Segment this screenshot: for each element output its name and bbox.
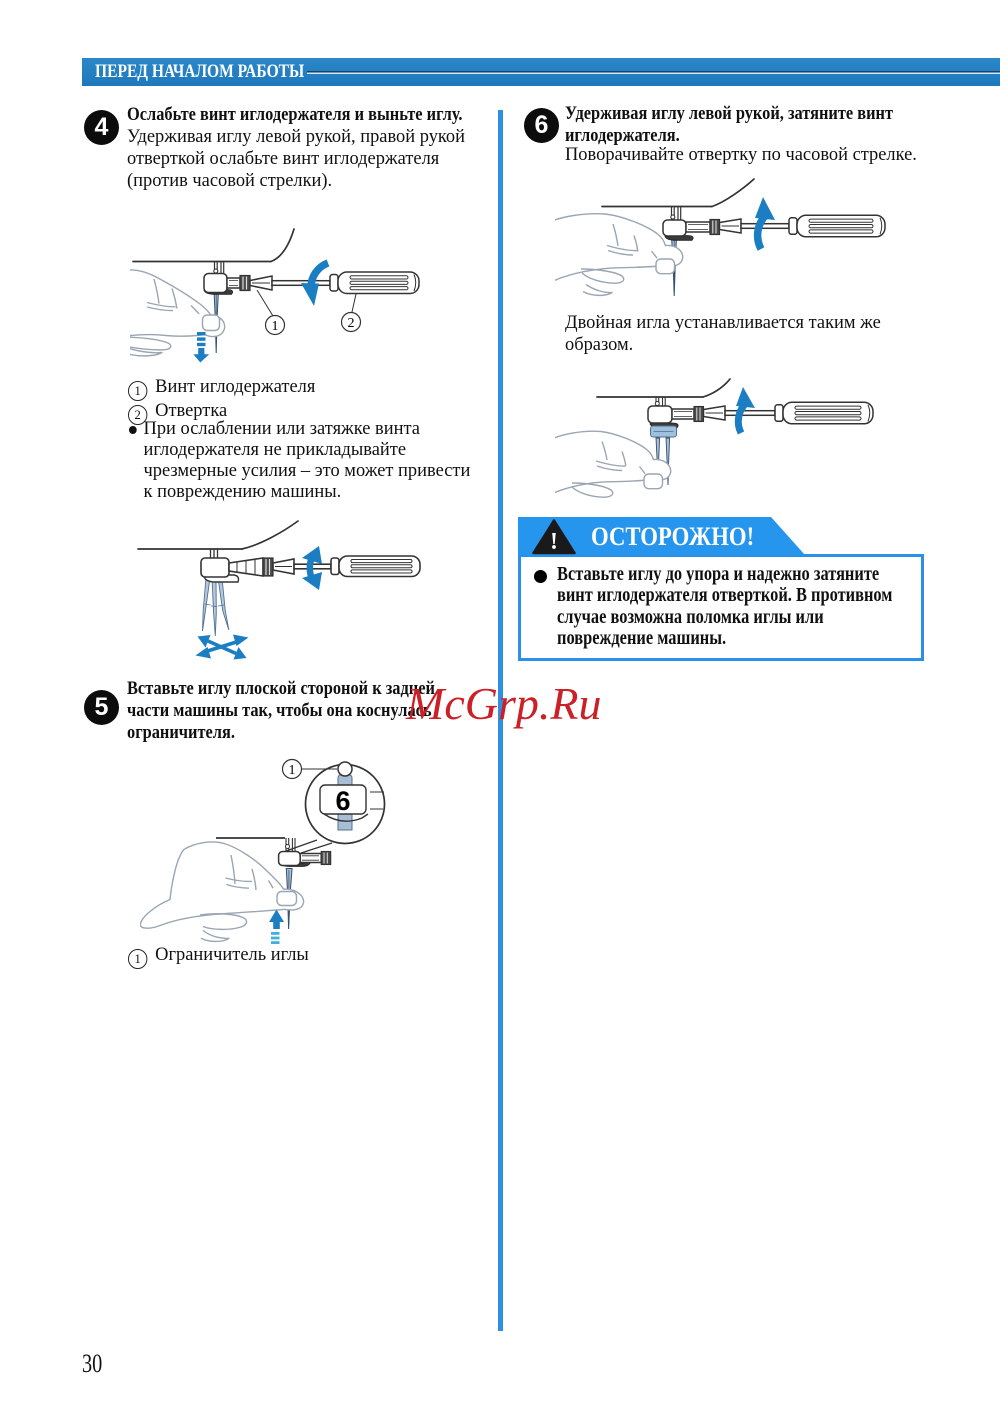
- magnifier-inset: 6: [285, 761, 386, 854]
- step-5-heading: Вставьте иглу плоской стороной к задней …: [127, 678, 435, 743]
- pull-down-arrow: [193, 332, 210, 363]
- needle-size-mark: 6: [335, 786, 350, 816]
- note-bullet: [128, 426, 137, 434]
- caution-body: [518, 554, 924, 661]
- figure-tighten-screw: [555, 178, 886, 297]
- clockwise-arrow: [753, 197, 775, 251]
- step-4-number: 4: [94, 113, 109, 141]
- legend-needle-stopper-num: 1: [128, 948, 148, 969]
- step-4-heading: Ослабьте винт иглодержателя и выньте игл…: [127, 104, 463, 125]
- twin-needle-note: Двойная игла устанавливается таким же об…: [565, 312, 881, 355]
- wiggle-arrow: [302, 546, 322, 590]
- callout-1: 1: [289, 763, 296, 778]
- counterclockwise-arrow: [301, 259, 330, 306]
- hand-illustration: [555, 212, 684, 297]
- legend-screwdriver-num: 2: [128, 404, 148, 425]
- legend-screw-label: Винт иглодержателя: [155, 376, 316, 397]
- step-6-body: Поворачивайте отвертку по часовой стрелк…: [565, 144, 917, 165]
- clockwise-arrow: [734, 387, 755, 435]
- push-up-arrow: [269, 909, 284, 944]
- step-6-number: 6: [534, 111, 549, 139]
- figure-loose-needle: [137, 520, 421, 660]
- caution-bullet: [534, 570, 547, 583]
- wobbling-needles: [202, 577, 230, 637]
- cross-arrows: [195, 634, 249, 660]
- note-text: При ослаблении или затяжке винта иглодер…: [143, 417, 471, 502]
- figure-loosen-screw: 1 2: [130, 228, 420, 363]
- warning-exclamation: !: [550, 529, 558, 555]
- callout-1: 1: [272, 319, 279, 334]
- legend-screw: 1 Винт иглодержателя: [128, 376, 315, 401]
- step-4-badge: 4: [84, 110, 119, 145]
- warning-triangle-icon: !: [532, 519, 576, 555]
- watermark: McGrp.Ru: [406, 678, 602, 729]
- section-header-rule: [307, 71, 1000, 74]
- legend-screwdriver: 2 Отвертка: [128, 400, 227, 425]
- figure-twin-needle: [555, 378, 874, 498]
- section-title: ПЕРЕД НАЧАЛОМ РАБОТЫ: [95, 62, 305, 82]
- callout-2: 2: [348, 316, 355, 331]
- figure-insert-needle: 6 1: [140, 758, 386, 944]
- step-5-badge: 5: [84, 690, 119, 725]
- step-5-number: 5: [94, 693, 109, 721]
- legend-needle-stopper: 1 Ограничитель иглы: [128, 944, 309, 969]
- step-6-badge: 6: [524, 108, 559, 143]
- page-number: 30: [82, 1349, 103, 1378]
- legend-screw-num: 1: [128, 380, 148, 401]
- caution-box: ! ОСТОРОЖНО! Вставьте иглу до упора и на…: [518, 517, 924, 661]
- hand-illustration: [140, 841, 305, 943]
- section-header-bar: ПЕРЕД НАЧАЛОМ РАБОТЫ: [82, 58, 1000, 86]
- column-divider: [498, 110, 503, 1331]
- caution-text: Вставьте иглу до упора и надежно затянит…: [557, 563, 893, 650]
- legend-needle-stopper-label: Ограничитель иглы: [155, 944, 309, 965]
- hand-illustration: [555, 430, 672, 498]
- legend-screwdriver-label: Отвертка: [155, 400, 228, 421]
- step-4-body: Удерживая иглу левой рукой, правой рукой…: [127, 126, 466, 191]
- note-paragraph: При ослаблении или затяжке винта иглодер…: [128, 418, 470, 502]
- caution-title: ОСТОРОЖНО!: [591, 522, 755, 551]
- step-6-heading: Удерживая иглу левой рукой, затяните вин…: [565, 103, 894, 146]
- hand-illustration: [130, 269, 226, 357]
